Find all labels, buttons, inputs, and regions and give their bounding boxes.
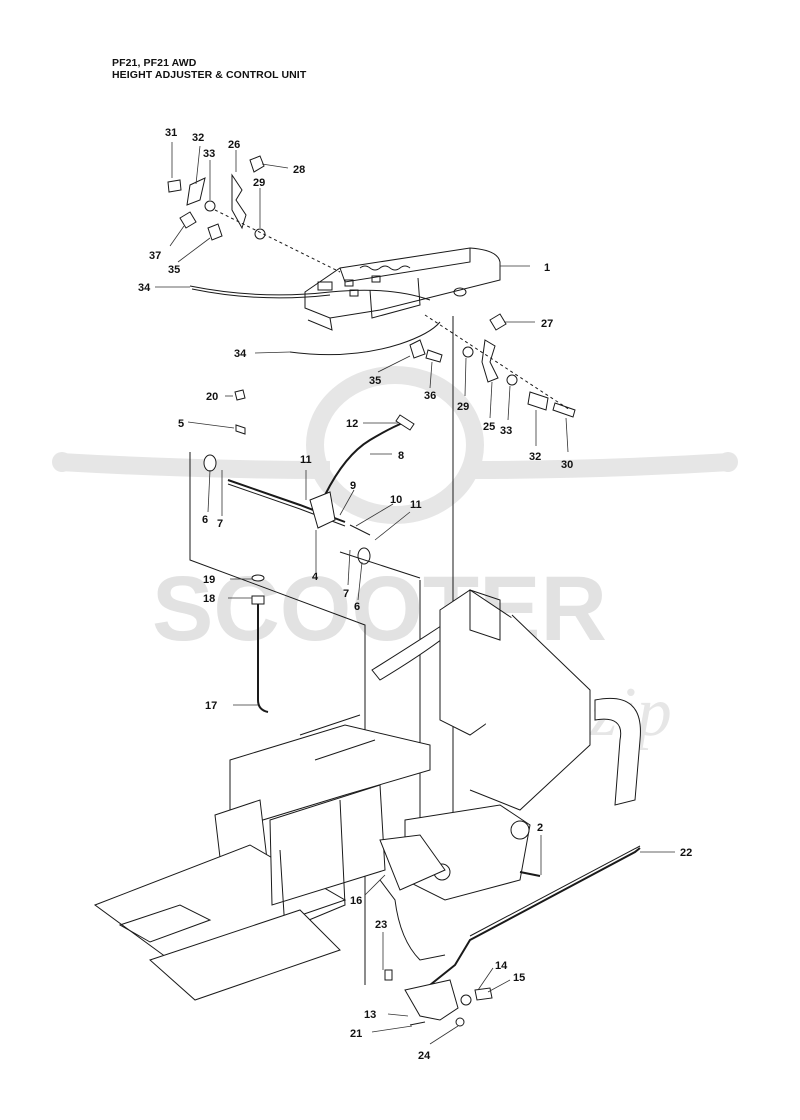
callout-10: 10 [390,494,402,506]
callout-2: 2 [537,822,543,834]
cable-part-34-upper [189,285,431,301]
cable-part-34-lower [289,321,441,356]
callout-11: 11 [300,454,312,466]
callout-26: 26 [228,139,240,151]
callout-12: 12 [346,418,358,430]
upper-left-fasteners [167,155,341,273]
watermark-left-dot [52,452,72,472]
callout-19: 19 [203,574,215,586]
diagram-title-line1: PF21, PF21 AWD [112,57,197,69]
callout-7: 7 [217,518,223,530]
callout-33: 33 [203,148,215,160]
callout-15: 15 [513,972,525,984]
callout-22: 22 [680,847,692,859]
callout-35-lower: 35 [369,375,381,387]
watermark: SCOOTER zip [52,366,738,751]
watermark-scooter-emblem [59,366,731,524]
callout-37: 37 [149,250,161,262]
callout-16: 16 [350,895,362,907]
callout-33-lower: 33 [500,425,512,437]
callout-14: 14 [495,960,508,972]
callout-34-lower: 34 [234,348,247,360]
right-side-fasteners [409,313,576,418]
callout-23: 23 [375,919,387,931]
callout-36: 36 [424,390,436,402]
callout-9: 9 [350,480,356,492]
callout-17: 17 [205,700,217,712]
callout-5: 5 [178,418,184,430]
chassis-frame [93,589,641,1001]
callout-32-lower: 32 [529,451,541,463]
callout-24: 24 [418,1050,431,1062]
callout-6-right: 6 [354,601,360,613]
callout-18: 18 [203,593,215,605]
lower-bracket-part-13 [384,969,493,1027]
callout-29: 29 [253,177,265,189]
leader-lines [155,142,675,1045]
diagram-title-line2: HEIGHT ADJUSTER & CONTROL UNIT [112,69,307,81]
callout-29-lower: 29 [457,401,469,413]
callout-32: 32 [192,132,204,144]
callout-34: 34 [138,282,151,294]
pedal-rod-part-22 [429,847,641,986]
callout-4: 4 [312,571,319,583]
callout-27: 27 [541,318,553,330]
callout-21: 21 [350,1028,362,1040]
callout-13: 13 [364,1009,376,1021]
callout-25: 25 [483,421,495,433]
parts-drawing [93,142,675,1045]
callout-8: 8 [398,450,404,462]
callout-6: 6 [202,514,208,526]
callout-labels: 31 32 33 26 28 29 37 35 1 34 27 34 35 36… [138,127,692,1062]
callout-11-right: 11 [410,499,422,511]
callout-35: 35 [168,264,180,276]
callout-7-right: 7 [343,588,349,600]
callout-20: 20 [206,391,218,403]
callout-28: 28 [293,164,305,176]
watermark-right-dot [718,452,738,472]
callout-31: 31 [165,127,177,139]
control-console-part-1 [304,247,501,331]
callout-1: 1 [544,262,550,274]
lever-assembly [203,389,415,565]
callout-30: 30 [561,459,573,471]
rod-part-17 [257,600,269,713]
